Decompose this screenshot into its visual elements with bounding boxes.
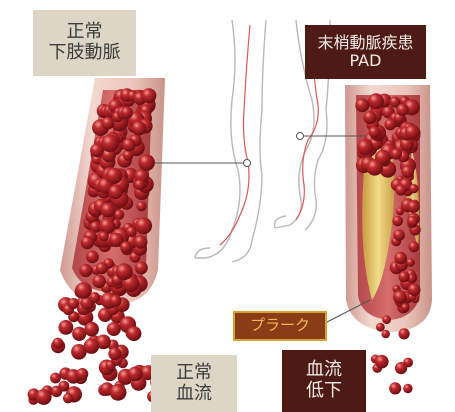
blood-cell	[72, 327, 86, 341]
blood-cell	[86, 251, 99, 264]
blood-cell	[101, 203, 116, 218]
label-pad: 末梢動脈疾患 PAD	[305, 25, 426, 79]
label-line: 下肢動脈	[49, 43, 121, 64]
blood-cell	[123, 150, 134, 161]
blood-cell	[367, 159, 383, 175]
blood-cell	[116, 263, 133, 280]
label-line: 低下	[306, 381, 342, 402]
label-line: 血流	[306, 360, 342, 381]
blood-cell	[107, 322, 121, 336]
blood-cell	[408, 241, 419, 252]
blood-cell	[59, 320, 74, 335]
blood-cell	[401, 303, 409, 311]
label-normal-flow: 正常 血流	[151, 355, 237, 412]
blood-cell	[68, 298, 79, 309]
blood-cell	[136, 201, 146, 211]
blood-cell	[36, 389, 52, 405]
blood-cell	[403, 384, 412, 393]
label-line: 血流	[176, 384, 212, 405]
blood-cell	[121, 107, 133, 119]
blood-cell	[135, 217, 152, 234]
blood-cell	[134, 235, 148, 249]
blood-cell	[126, 326, 141, 341]
blood-cell	[53, 338, 64, 349]
blood-cell	[396, 104, 408, 116]
blood-cell	[405, 125, 420, 140]
label-plaque: プラーク	[233, 311, 327, 341]
blood-cell	[110, 295, 122, 307]
blood-cell	[408, 201, 420, 213]
label-reduced-flow: 血流 低下	[282, 350, 366, 412]
blood-cell	[51, 386, 62, 397]
blood-cell	[395, 185, 406, 196]
blood-cell	[141, 88, 156, 103]
label-normal-artery: 正常 下肢動脈	[33, 10, 136, 76]
blood-cell	[376, 323, 385, 332]
blood-cell	[126, 226, 137, 237]
label-line: プラーク	[250, 317, 310, 334]
blood-cell	[81, 236, 94, 249]
blood-cell	[396, 207, 404, 215]
blood-cell	[84, 338, 100, 354]
blood-cell	[392, 216, 403, 227]
blood-cell	[393, 229, 405, 241]
blood-cell	[92, 275, 106, 289]
blood-cell	[122, 138, 135, 151]
label-line: PAD	[350, 52, 382, 70]
blood-cell	[382, 315, 391, 324]
blood-cell	[99, 218, 115, 234]
blood-cell	[132, 121, 147, 136]
blood-cell	[408, 283, 421, 296]
blood-cell	[75, 282, 92, 299]
blood-cell	[399, 271, 410, 282]
callout-lines	[155, 133, 370, 324]
blood-cell	[101, 135, 119, 153]
label-line: 末梢動脈疾患	[317, 34, 413, 52]
blood-cell	[110, 384, 127, 401]
blood-cell	[355, 98, 369, 112]
blood-cell	[369, 126, 381, 138]
blood-cell	[382, 330, 390, 338]
blood-cell	[84, 322, 99, 337]
blood-cell	[138, 154, 155, 171]
blood-cell	[128, 367, 143, 382]
blood-cell	[76, 368, 88, 380]
blood-cell	[389, 382, 401, 394]
blood-cell	[106, 168, 122, 184]
blood-cell	[409, 184, 418, 193]
blood-cell	[368, 93, 384, 109]
blood-cell	[135, 261, 148, 274]
blood-cell	[407, 216, 418, 227]
blood-cell	[120, 241, 132, 253]
blood-cell	[108, 347, 121, 360]
blood-cell	[395, 362, 407, 374]
blood-cell	[99, 231, 109, 241]
blood-cell	[96, 262, 108, 274]
blood-cell	[401, 165, 414, 178]
blood-cell	[393, 290, 407, 304]
label-line: 正常	[67, 22, 103, 43]
blood-cell	[375, 355, 389, 369]
blood-cell	[134, 179, 145, 190]
blood-cell	[108, 185, 122, 199]
blood-cell	[63, 393, 73, 403]
blood-cell	[406, 258, 415, 267]
label-line: 正常	[176, 363, 212, 384]
blood-cell	[363, 111, 376, 124]
blood-cell	[391, 148, 402, 159]
blood-cell	[394, 252, 407, 265]
blood-cell	[384, 119, 396, 131]
blood-cell	[399, 328, 410, 339]
blood-cell	[89, 292, 100, 303]
blood-cell	[357, 139, 373, 155]
blood-cell	[79, 264, 92, 277]
blood-cell	[50, 373, 61, 384]
